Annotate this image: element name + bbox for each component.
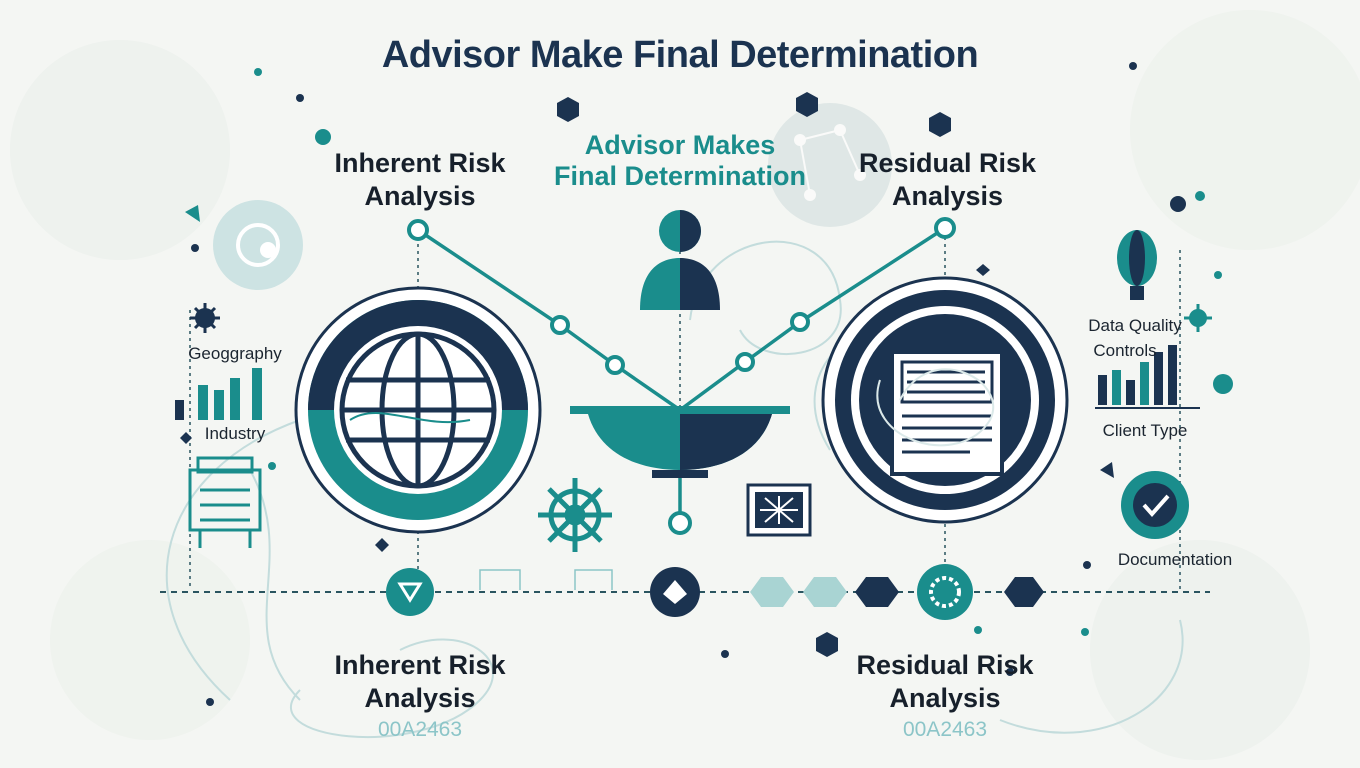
center-label-line1: Advisor Makes xyxy=(584,130,776,160)
residual-top-line2: Analysis xyxy=(891,181,1004,211)
document-icon xyxy=(890,350,1004,476)
globe-icon xyxy=(339,331,497,489)
inherent-bottom-line2: Analysis xyxy=(364,683,476,713)
factor-client-type: Client Type xyxy=(1102,421,1188,440)
bar-chart-icon-right xyxy=(1095,345,1200,409)
check-icon xyxy=(1121,471,1189,539)
network-circle xyxy=(768,103,892,227)
page-title: Advisor Make Final Determination xyxy=(381,34,979,76)
inherent-top-line2: Analysis xyxy=(364,181,476,211)
advisor-person-icon xyxy=(640,210,720,310)
residual-bottom-line1: Residual Risk xyxy=(856,650,1034,680)
factor-controls: Controls xyxy=(1093,341,1157,360)
bar-chart-icon-left xyxy=(175,368,262,420)
factor-documentation: Documentation xyxy=(1117,550,1233,569)
target-circle xyxy=(213,200,303,290)
residual-bottom-code: 00A2463 xyxy=(902,718,988,741)
residual-bottom-line2: Analysis xyxy=(889,683,1001,713)
background-texture xyxy=(10,10,1360,760)
globe-circle xyxy=(294,286,542,534)
virus-icon-left xyxy=(190,303,220,333)
connector-nodes xyxy=(407,217,956,535)
decorative-dots xyxy=(180,62,1233,706)
factor-geography: Geoggraphy xyxy=(188,344,282,363)
scale-bowl-icon xyxy=(570,406,790,478)
inherent-bottom-line1: Inherent Risk xyxy=(334,650,506,680)
document-circle xyxy=(821,276,1069,524)
residual-top-line1: Residual Risk xyxy=(858,148,1037,178)
monitor-icon xyxy=(746,483,812,537)
factor-industry: Industry xyxy=(204,424,266,443)
center-label-line2: Final Determination xyxy=(553,161,807,191)
lightbulb-icon xyxy=(1117,230,1157,300)
virus-icon-right xyxy=(1184,304,1212,332)
inherent-bottom-code: 00A2463 xyxy=(377,718,463,741)
timeline-nodes xyxy=(386,564,1044,620)
dotted-connectors xyxy=(189,230,1181,590)
inherent-top-line1: Inherent Risk xyxy=(334,148,506,178)
wheel-icon xyxy=(538,478,612,552)
factory-icon xyxy=(188,456,262,548)
factor-data-quality: Data Quality xyxy=(1088,316,1182,335)
